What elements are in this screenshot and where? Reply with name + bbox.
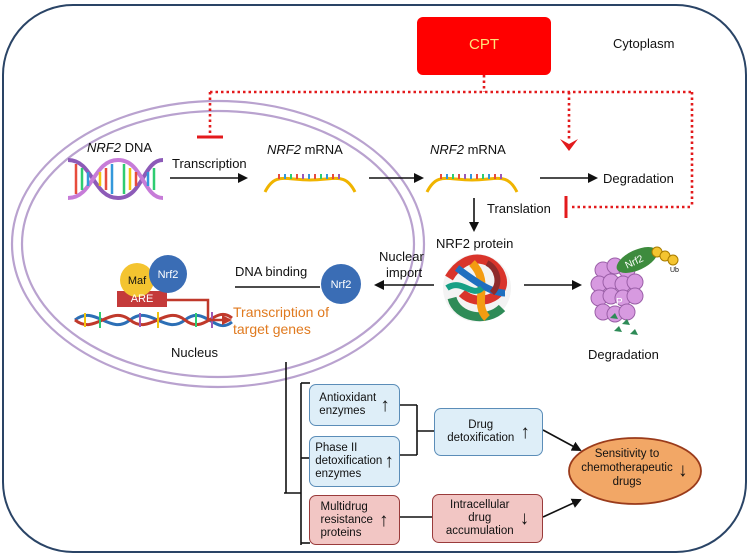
cpt-label: CPT (469, 36, 499, 53)
nrf2-protein-label: NRF2 protein (436, 236, 514, 251)
target-genes-label-1: Transcription of (233, 304, 329, 320)
phase2-label-3: enzymes (315, 468, 362, 480)
dna-helix-icon (67, 157, 164, 201)
antioxidant-box: Antioxidant enzymes ↑ (309, 384, 400, 426)
translation-label: Translation (487, 201, 551, 216)
nucleus-outer (10, 99, 426, 389)
dna-binding-complex-icon (74, 255, 233, 328)
multidrug-up-arrow: ↑ (378, 509, 389, 531)
phase2-label-2: detoxification (315, 455, 383, 467)
nrf2-mrna-suffix-1: mRNA (300, 142, 343, 157)
nrf2-mrna-suffix-2: mRNA (463, 142, 506, 157)
drug-detox-up-arrow: ↑ (520, 421, 530, 443)
intracellular-label-3: accumulation (445, 525, 514, 537)
protein-degradation-label: Degradation (588, 347, 659, 362)
nrf2-dna-gene: NRF2 (87, 140, 121, 155)
nucleus-label: Nucleus (171, 345, 218, 360)
drug-detox-label-2: detoxification (447, 432, 515, 444)
proteasome-icon (590, 246, 679, 323)
mrna-icon-2 (425, 174, 519, 193)
nrf2-mrna-gene-2: NRF2 (430, 142, 464, 157)
multidrug-box: Multidrug resistance proteins ↑ (309, 495, 400, 545)
cytoplasm-label: Cytoplasm (613, 36, 675, 51)
sensitivity-ellipse (568, 437, 702, 505)
nuclear-import-label-2: import (386, 265, 423, 280)
intracellular-down-arrow: ↓ (519, 508, 530, 529)
nrf2-dna-suffix: DNA (120, 140, 153, 155)
sensitivity-label-2: chemotherapeutic (581, 462, 673, 474)
sensitivity-label-1: Sensitivity to (594, 448, 660, 460)
phase2-label-1: Phase II (315, 442, 358, 454)
process-arrows (170, 173, 598, 290)
nrf2-nuclear-text: Nrf2 (330, 279, 352, 291)
nrf2-protein-icon (443, 254, 511, 322)
sensitivity-down-arrow: ↓ (678, 460, 688, 481)
maf-text: Maf (127, 275, 147, 287)
nrf2-dna-label: NRF2 DNA (87, 140, 152, 155)
transcription-label: Transcription (172, 156, 247, 171)
cpt-box (417, 17, 551, 75)
nuclear-import-label-1: Nuclear (379, 249, 424, 264)
drug-detox-label-1: Drug (468, 419, 494, 431)
p-text: P (616, 297, 623, 308)
nrf2-nuclear-circle (321, 264, 361, 304)
phase2-box: Phase II detoxification enzymes ↑ (309, 436, 400, 487)
cell-boundary (2, 4, 747, 553)
drug-detox-box: Drug detoxification ↑ (434, 408, 543, 456)
are-text: ARE (130, 293, 154, 305)
nrf2-mrna-label-2: NRF2 mRNA (430, 142, 506, 157)
intracellular-label-2: drug (468, 512, 492, 524)
effects-connectors (284, 362, 582, 545)
multidrug-label-1: Multidrug (320, 500, 368, 513)
multidrug-label-2: resistance (320, 513, 373, 526)
nrf2-mrna-label-1: NRF2 mRNA (267, 142, 343, 157)
nucleus-inner (20, 109, 416, 379)
ub-text: Ub (670, 267, 679, 274)
phase2-up-arrow: ↑ (384, 451, 394, 472)
antioxidant-up-arrow: ↑ (380, 394, 390, 416)
mrna-degradation-label: Degradation (603, 171, 674, 186)
dna-binding-label: DNA binding (235, 264, 308, 279)
intracellular-label-1: Intracellular (450, 499, 510, 511)
antioxidant-label-1: Antioxidant (319, 392, 377, 404)
cpt-inhibition-lines (208, 75, 694, 209)
nrf2-bound-text: Nrf2 (157, 269, 179, 281)
sensitivity-label-3: drugs (612, 476, 642, 488)
cpt-degradation-arrowhead (560, 139, 578, 151)
mrna-icon-1 (263, 174, 357, 193)
nrf2-bound-circle (149, 255, 187, 293)
multidrug-label-3: proteins (320, 526, 362, 539)
intracellular-box: Intracellular drug accumulation ↓ (432, 494, 543, 543)
target-genes-label-2: target genes (233, 321, 311, 337)
degradation-fragments-icon (610, 313, 638, 335)
sensitivity-label: Sensitivity to chemotherapeutic drugs (575, 447, 679, 489)
maf-circle (120, 263, 154, 297)
nrf2-mrna-gene-1: NRF2 (267, 142, 301, 157)
antioxidant-label-2: enzymes (319, 405, 366, 417)
